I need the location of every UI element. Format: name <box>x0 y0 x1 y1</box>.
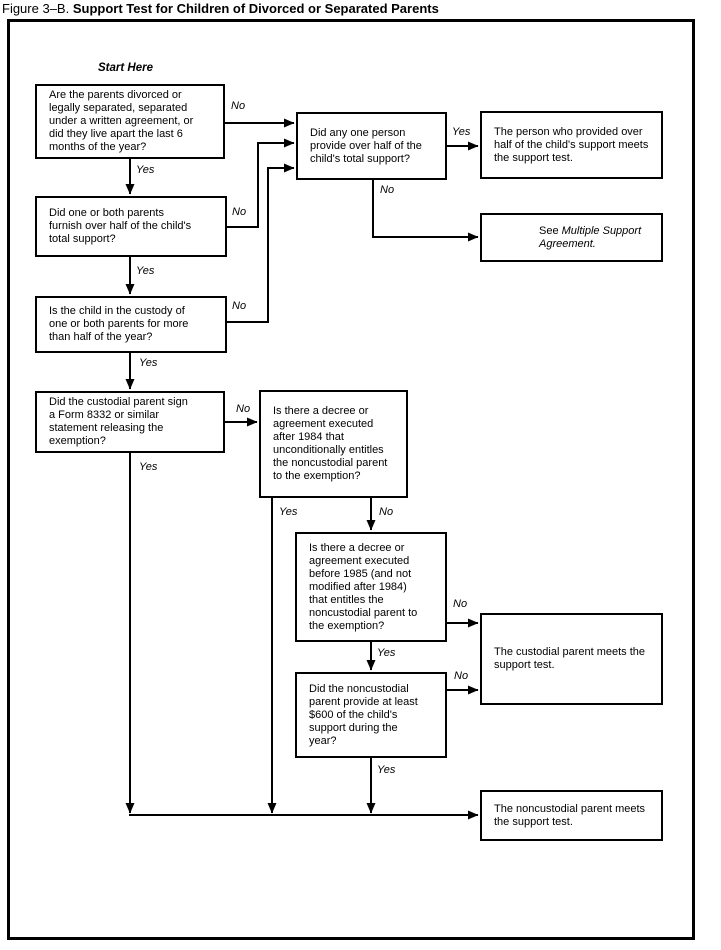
branch-label-no: No <box>379 506 394 518</box>
node-parents-half-support-question: Did one or both parents furnish over hal… <box>35 196 227 257</box>
branch-label-no: No <box>454 670 469 682</box>
figure-title: Figure 3–B. Support Test for Children of… <box>2 1 439 16</box>
node-text: Did the custodial parent sign a Form 833… <box>49 396 188 447</box>
node-noncustodial-meets-support-test: The noncustodial parent meets the suppor… <box>480 790 663 841</box>
branch-label-no: No <box>232 300 247 312</box>
node-form-8332-question: Did the custodial parent sign a Form 833… <box>35 391 225 453</box>
node-text: See Multiple Support Agreement. <box>482 225 661 251</box>
branch-label-yes: Yes <box>377 647 396 659</box>
branch-label-no: No <box>236 403 251 415</box>
see-prefix: See <box>539 224 562 237</box>
node-text: The custodial parent meets the support t… <box>494 646 646 671</box>
node-see-multiple-support-agreement: See Multiple Support Agreement. <box>480 213 663 262</box>
node-one-person-half-support-question: Did any one person provide over half of … <box>296 112 447 180</box>
start-here-label: Start Here <box>98 62 153 74</box>
node-text: Did any one person provide over half of … <box>310 126 422 165</box>
node-text: The person who provided over half of the… <box>494 125 649 164</box>
branch-label-yes: Yes <box>139 357 158 369</box>
node-parents-divorced-question: Are the parents divorced or legally sepa… <box>35 84 225 159</box>
see-italic-reference: Multiple Support Agreement. <box>539 224 642 250</box>
node-text: The noncustodial parent meets the suppor… <box>494 802 646 828</box>
branch-label-yes: Yes <box>377 764 396 776</box>
node-custody-half-year-question: Is the child in the custody of one or bo… <box>35 296 227 353</box>
figure-number: Figure 3–B. <box>2 1 70 16</box>
branch-label-no: No <box>380 184 395 196</box>
node-text: Did the noncustodial parent provide at l… <box>309 682 418 747</box>
branch-label-no: No <box>231 100 246 112</box>
node-decree-after-1984-question: Is there a decree or agreement executed … <box>259 390 408 498</box>
branch-label-yes: Yes <box>139 461 158 473</box>
node-text: Are the parents divorced or legally sepa… <box>49 89 194 153</box>
node-person-meets-support-test: The person who provided over half of the… <box>480 111 663 179</box>
node-noncustodial-600-question: Did the noncustodial parent provide at l… <box>295 672 447 758</box>
node-text: Did one or both parents furnish over hal… <box>49 207 192 245</box>
figure-heading: Support Test for Children of Divorced or… <box>72 1 439 16</box>
branch-label-yes: Yes <box>279 506 298 518</box>
branch-label-yes: Yes <box>452 126 471 138</box>
branch-label-yes: Yes <box>136 265 155 277</box>
node-text: Is there a decree or agreement executed … <box>273 405 388 482</box>
node-text: Is the child in the custody of one or bo… <box>49 305 189 343</box>
branch-label-no: No <box>453 598 468 610</box>
branch-label-no: No <box>232 206 247 218</box>
node-text: Is there a decree or agreement executed … <box>309 541 418 632</box>
node-decree-before-1985-question: Is there a decree or agreement executed … <box>295 532 447 642</box>
node-custodial-meets-support-test: The custodial parent meets the support t… <box>480 613 663 705</box>
branch-label-yes: Yes <box>136 164 155 176</box>
